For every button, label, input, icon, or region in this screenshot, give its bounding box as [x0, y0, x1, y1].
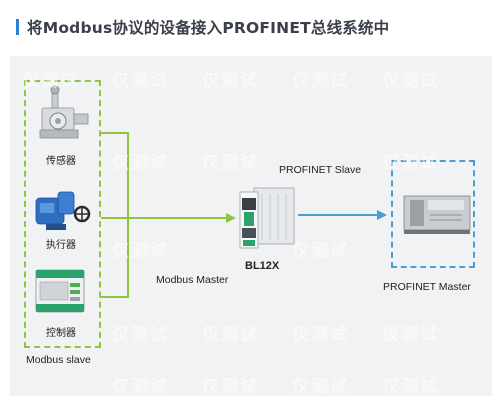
gateway-icon [239, 187, 295, 249]
actuator-icon [35, 191, 91, 230]
profinet-master-label: PROFINET Master [383, 281, 471, 293]
controller-label: 控制器 [46, 328, 76, 339]
modbus-slave-group [24, 80, 101, 348]
title-accent-bar [16, 19, 19, 35]
blue-arrow-head [377, 210, 387, 220]
gateway-model-label: BL12X [245, 260, 280, 272]
modbus-slave-label: Modbus slave [26, 354, 91, 366]
sensor-icon [39, 85, 89, 139]
header: 将Modbus协议的设备接入PROFINET总线系统中 [0, 0, 499, 52]
modbus-bus-line [101, 132, 129, 298]
profinet-slave-label: PROFINET Slave [279, 164, 362, 176]
sensor-label: 传感器 [46, 156, 76, 167]
page-title: 将Modbus协议的设备接入PROFINET总线系统中 [27, 19, 390, 37]
actuator-label: 执行器 [46, 240, 76, 251]
plc-icon [403, 195, 471, 234]
modbus-master-label: Modbus Master [156, 274, 229, 286]
green-arrow-head [226, 213, 236, 223]
controller-icon [35, 269, 85, 313]
profinet-master-group [391, 160, 475, 268]
